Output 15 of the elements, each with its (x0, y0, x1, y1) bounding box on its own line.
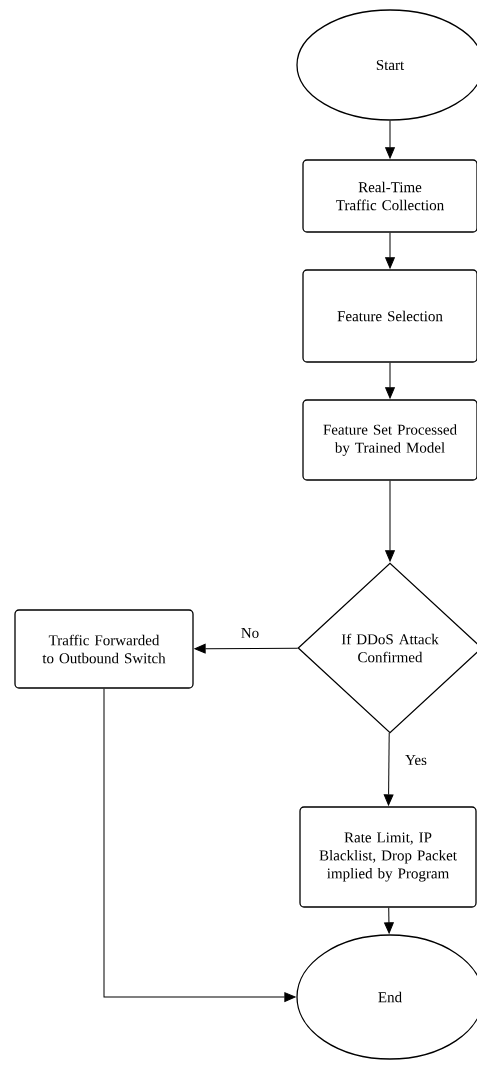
edge-label: Yes (404, 754, 428, 766)
process-box: Feature Set Processed by Trained Model (302, 399, 477, 481)
arrow (385, 232, 395, 269)
process-box: Feature Selection (302, 269, 477, 363)
arrow (194, 643, 299, 654)
arrow (385, 480, 395, 562)
process-box: Rate Limit, IP Blacklist, Drop Packet implied by Program (299, 806, 477, 908)
process-box: Traffic Forwarded to Outbound Switch (14, 609, 194, 689)
arrow (385, 120, 395, 159)
arrow (103, 688, 296, 1002)
arrow (385, 362, 395, 399)
arrow (384, 907, 394, 934)
arrow (383, 732, 394, 806)
process-box: Real-Time Traffic Collection (302, 159, 477, 233)
edge-label: No (239, 627, 261, 639)
